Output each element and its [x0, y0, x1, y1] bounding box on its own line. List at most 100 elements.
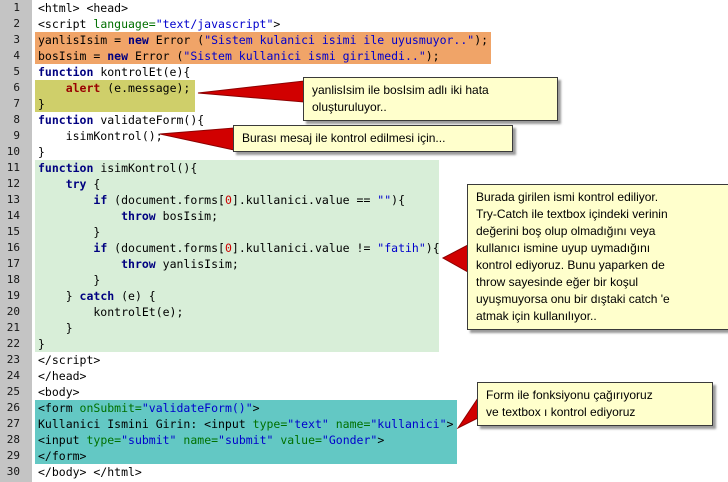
code-line: Kullanici Ismini Girin: <input type="tex…: [32, 416, 728, 432]
code-line: function kontrolEt(e){: [32, 64, 728, 80]
code-token: </body> </html>: [38, 465, 142, 479]
line-number: 30: [6, 465, 20, 478]
line-number: 3: [13, 33, 20, 46]
code-line-text: <input type="submit" name="submit" value…: [38, 433, 384, 447]
code-token: }: [38, 337, 45, 351]
code-token: "fatih": [377, 241, 426, 255]
code-line-text: }: [38, 145, 45, 159]
highlight-orange: [35, 48, 491, 64]
code-token: validateForm(){: [93, 113, 205, 127]
code-line: </body> </html>: [32, 464, 728, 480]
highlight-teal: [35, 432, 457, 448]
code-token: );: [425, 49, 440, 63]
highlight-green: [35, 224, 439, 240]
code-line: </head>: [32, 368, 728, 384]
code-line-text: <form onSubmit="validateForm()">: [38, 401, 260, 415]
line-number: 27: [6, 417, 20, 430]
code-line: isimKontrol();: [32, 128, 728, 144]
code-token: type=: [252, 417, 288, 431]
code-token: language=: [93, 17, 156, 31]
code-token: [38, 209, 121, 223]
code-token: yanlisIsim =: [38, 33, 129, 47]
code-token: }: [38, 145, 45, 159]
line-number: 16: [6, 241, 20, 254]
code-token: </form>: [38, 449, 87, 463]
line-number: 17: [6, 257, 20, 270]
code-token: Error (: [148, 33, 205, 47]
code-token: [38, 241, 93, 255]
code-token: "Sistem kulanici isimi ile uyusmuyor..": [204, 33, 475, 47]
line-number: 6: [13, 81, 20, 94]
line-number: 11: [6, 161, 20, 174]
code-token: {: [86, 177, 101, 191]
code-token: "Sistem kullanici ismi girilmedi..": [183, 49, 426, 63]
callout-try-catch-explanation: Burada girilen ismi kontrol ediliyor. Tr…: [467, 184, 728, 330]
code-token: "kullanici": [370, 417, 447, 431]
code-token: </script>: [38, 353, 101, 367]
code-token: (document.forms[: [107, 193, 225, 207]
code-token: kontrolEt(e);: [38, 305, 184, 319]
code-line-text: <body>: [38, 385, 80, 399]
code-token: yanlisIsim;: [155, 257, 239, 271]
code-line-text: alert (e.message);: [38, 81, 191, 95]
code-line: }: [32, 96, 728, 112]
code-line: }: [32, 144, 728, 160]
code-line-text: isimKontrol();: [38, 129, 163, 143]
code-token: }: [38, 225, 101, 239]
code-token: "text": [287, 417, 329, 431]
code-token: value=: [280, 433, 322, 447]
code-line-text: yanlisIsim = new Error ("Sistem kulanici…: [38, 33, 488, 47]
line-number: 7: [13, 97, 20, 110]
code-line-text: try {: [38, 177, 101, 191]
code-token: isimKontrol(){: [93, 161, 198, 175]
code-token: name=: [335, 417, 371, 431]
highlight-green: [35, 160, 439, 176]
code-line-text: function kontrolEt(e){: [38, 65, 190, 79]
code-line-text: }: [38, 97, 45, 111]
line-number: 13: [6, 193, 20, 206]
code-line-text: function isimKontrol(){: [38, 161, 197, 175]
code-token: }: [38, 273, 101, 287]
code-line-text: }: [38, 273, 100, 287]
code-token: new: [128, 33, 149, 47]
code-line: if (document.forms[0].kullanici.value ==…: [32, 192, 728, 208]
line-number: 10: [6, 145, 20, 158]
line-number: 21: [6, 321, 20, 334]
code-token: >: [446, 417, 454, 431]
code-line-text: } catch (e) {: [38, 289, 156, 303]
code-token: throw: [121, 257, 156, 271]
highlight-green: [35, 272, 439, 288]
code-token: >: [377, 433, 385, 447]
line-number: 8: [13, 113, 20, 126]
code-token: <body>: [38, 385, 80, 399]
highlight-khaki: [35, 80, 195, 96]
code-line: <input type="submit" name="submit" value…: [32, 432, 728, 448]
code-token: "Gonder": [321, 433, 378, 447]
code-line-text: </head>: [38, 369, 86, 383]
line-number: 15: [6, 225, 20, 238]
code-line: }: [32, 336, 728, 352]
line-number: 19: [6, 289, 20, 302]
code-line-text: }: [38, 225, 100, 239]
code-token: throw: [121, 209, 156, 223]
code-token: [329, 417, 336, 431]
highlight-orange: [35, 32, 491, 48]
code-line-text: <html> <head>: [38, 1, 128, 15]
line-number: 22: [6, 337, 20, 350]
line-number: 18: [6, 273, 20, 286]
code-line: function isimKontrol(){: [32, 160, 728, 176]
line-number: 2: [13, 17, 20, 30]
code-line: }: [32, 272, 728, 288]
code-line-text: </body> </html>: [38, 465, 142, 479]
code-token: function: [38, 65, 94, 79]
line-number: 20: [6, 305, 20, 318]
code-line-text: kontrolEt(e);: [38, 305, 183, 319]
code-line: }: [32, 320, 728, 336]
code-line-text: bosIsim = new Error ("Sistem kullanici i…: [38, 49, 440, 63]
code-line-text: }: [38, 337, 45, 351]
code-token: name=: [183, 433, 219, 447]
line-number: 28: [6, 433, 20, 446]
code-token: 0: [224, 241, 232, 255]
code-line: throw bosIsim;: [32, 208, 728, 224]
